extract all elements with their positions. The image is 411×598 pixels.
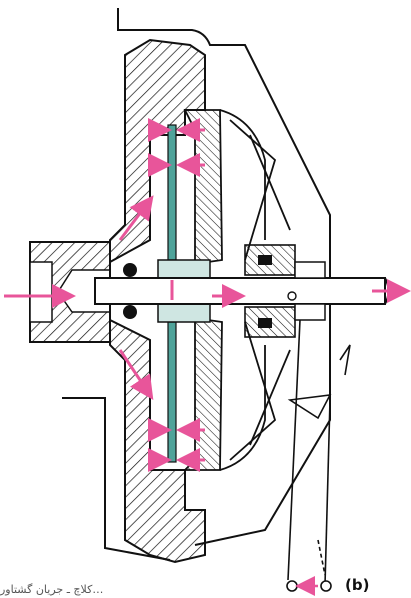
release-bearing xyxy=(244,244,326,338)
pedal-linkage-pivots xyxy=(286,576,332,596)
pilot-bearing xyxy=(123,263,137,319)
clutch-cover xyxy=(219,109,291,471)
panel-label: (b) xyxy=(345,576,369,594)
input-shaft xyxy=(94,277,390,305)
torque-flow-arrows xyxy=(4,118,411,472)
caption-fragment: …کلاچ ‌ـ جریان ‌گشتاور xyxy=(0,583,104,596)
bell-housing-outline xyxy=(62,8,331,561)
release-fork xyxy=(287,319,351,586)
